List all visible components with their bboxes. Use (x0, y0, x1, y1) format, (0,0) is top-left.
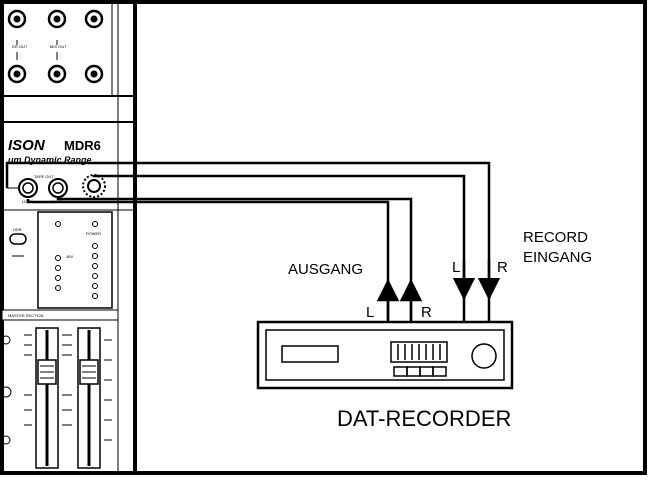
dat-recorder (256, 320, 514, 390)
mixer-panel: DR OUT MIX OUT ISON MDR6 um Dynamic Rang… (0, 2, 135, 473)
output-right-label: R (421, 304, 432, 321)
dat-recorder-label: DAT-RECORDER (337, 406, 511, 431)
dat-knob (471, 343, 497, 369)
indicator-panel (37, 211, 113, 309)
mixer-model: MDR6 (64, 138, 101, 153)
tape-out-label: TAPE OUT (34, 174, 54, 179)
cable-in-right (5, 161, 501, 322)
master-section-label: MASTER SECTION (8, 313, 44, 318)
phantom-label: 48V (66, 254, 73, 259)
input-right-label: R (497, 259, 508, 276)
input-left-label: L (452, 259, 460, 276)
power-label: POWER (86, 231, 101, 236)
hdr-button (9, 233, 27, 245)
dat-recorder-body (256, 320, 514, 390)
mix-out-label: MIX OUT (50, 44, 67, 49)
led-column-right (92, 243, 98, 299)
dat-meter (390, 341, 448, 363)
cable-out-right (56, 197, 423, 322)
input-label-line2: EINGANG (523, 249, 592, 266)
dr-out-label: DR OUT (12, 44, 28, 49)
output-label: AUSGANG (288, 261, 363, 278)
fader-block (0, 327, 112, 469)
jack-row-bottom (7, 64, 104, 84)
led-column-left (55, 255, 61, 291)
tape-out-jacks (7, 174, 106, 198)
dat-transport-buttons (393, 366, 447, 377)
output-left-label: L (366, 304, 374, 321)
cable-in-left (92, 174, 476, 322)
input-label-line1: RECORD (523, 229, 588, 246)
cable-out-left (26, 199, 400, 322)
hdr-label: HDR (13, 227, 22, 232)
mixer-subtitle: um Dynamic Range (8, 155, 92, 165)
mixer-brand: ISON (8, 137, 46, 154)
jack-row-top (7, 9, 104, 29)
dat-display (281, 345, 339, 363)
